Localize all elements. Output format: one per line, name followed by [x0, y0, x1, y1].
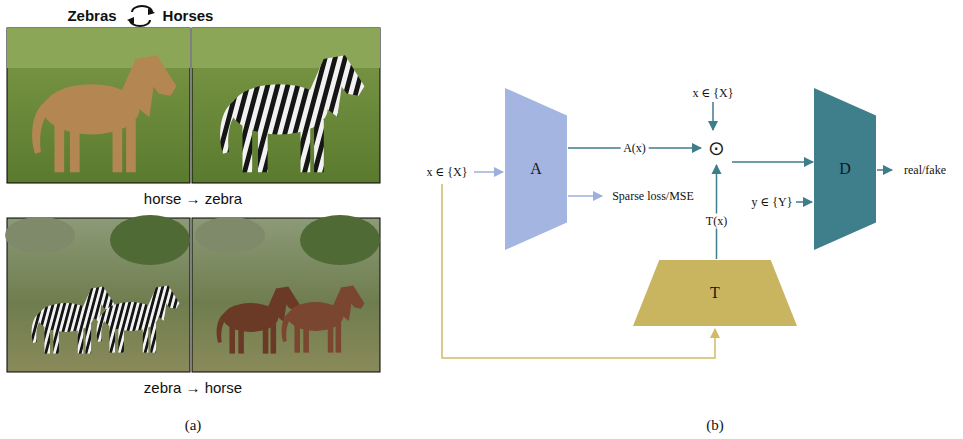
output-arrow — [877, 169, 892, 171]
edge-label: A(x) — [620, 141, 649, 156]
trapezoid-fill — [505, 88, 567, 250]
input-label: x ∈ {X} — [426, 165, 467, 180]
panel-letter: (a) — [185, 417, 202, 434]
network-d: D — [814, 88, 876, 250]
node-text: A — [530, 160, 542, 178]
domain-name: Zebras — [67, 7, 116, 24]
panel-letter: (b) — [706, 417, 724, 434]
product-operator: ⊙ — [702, 132, 731, 164]
photo-horses — [192, 215, 380, 372]
network-t: T — [633, 260, 797, 326]
loss-arrow — [568, 195, 602, 197]
trapezoid-fill — [814, 88, 876, 250]
flow-arrow — [716, 165, 718, 259]
photo-zebra — [192, 28, 380, 183]
output-label: real/fake — [904, 163, 946, 178]
edge-label: T(x) — [703, 214, 730, 229]
flow-arrow — [732, 161, 813, 163]
node-text: ⊙ — [708, 136, 725, 160]
panel-caption: zebra → horse — [144, 379, 242, 396]
node-text: D — [839, 160, 851, 178]
panel-caption: horse → zebra — [144, 190, 242, 207]
input-arrow — [796, 201, 812, 203]
input-arrow — [712, 102, 714, 130]
domain-name: Horses — [163, 7, 214, 24]
loss-label: Sparse loss/MSE — [612, 189, 694, 204]
input-label: x ∈ {X} — [692, 86, 733, 101]
network-a: A — [505, 88, 567, 250]
trapezoid-fill — [633, 260, 797, 326]
photo-horse — [7, 28, 190, 183]
photo-zebras — [5, 215, 190, 372]
input-arrow — [474, 171, 503, 173]
input-label: y ∈ {Y} — [751, 195, 792, 210]
node-text: T — [710, 284, 720, 302]
